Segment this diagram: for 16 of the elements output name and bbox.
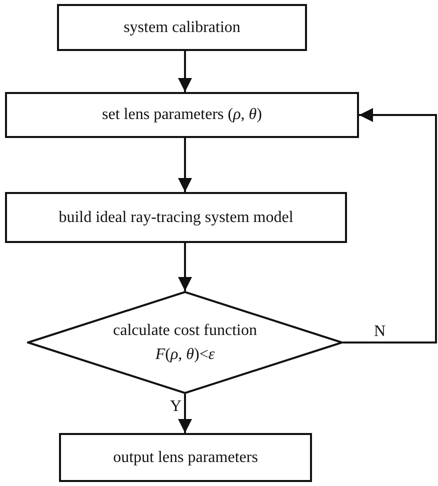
decision-diamond bbox=[27, 291, 343, 394]
process-box bbox=[5, 92, 359, 138]
node-text: system calibration bbox=[124, 18, 240, 38]
process-box bbox=[57, 4, 307, 51]
arrow bbox=[178, 51, 192, 92]
arrow bbox=[343, 108, 437, 344]
node-text: set lens parameters (ρ, θ) bbox=[102, 105, 262, 125]
arrow bbox=[178, 394, 192, 433]
node-text: calculate cost function bbox=[113, 320, 257, 340]
process-box bbox=[59, 433, 312, 482]
arrow bbox=[178, 243, 192, 291]
node-text: output lens parameters bbox=[113, 448, 258, 468]
arrow bbox=[178, 138, 192, 192]
node-text: F(ρ, θ)<ε bbox=[155, 344, 215, 364]
process-box bbox=[5, 192, 347, 243]
node-text: build ideal ray-tracing system model bbox=[58, 208, 294, 228]
